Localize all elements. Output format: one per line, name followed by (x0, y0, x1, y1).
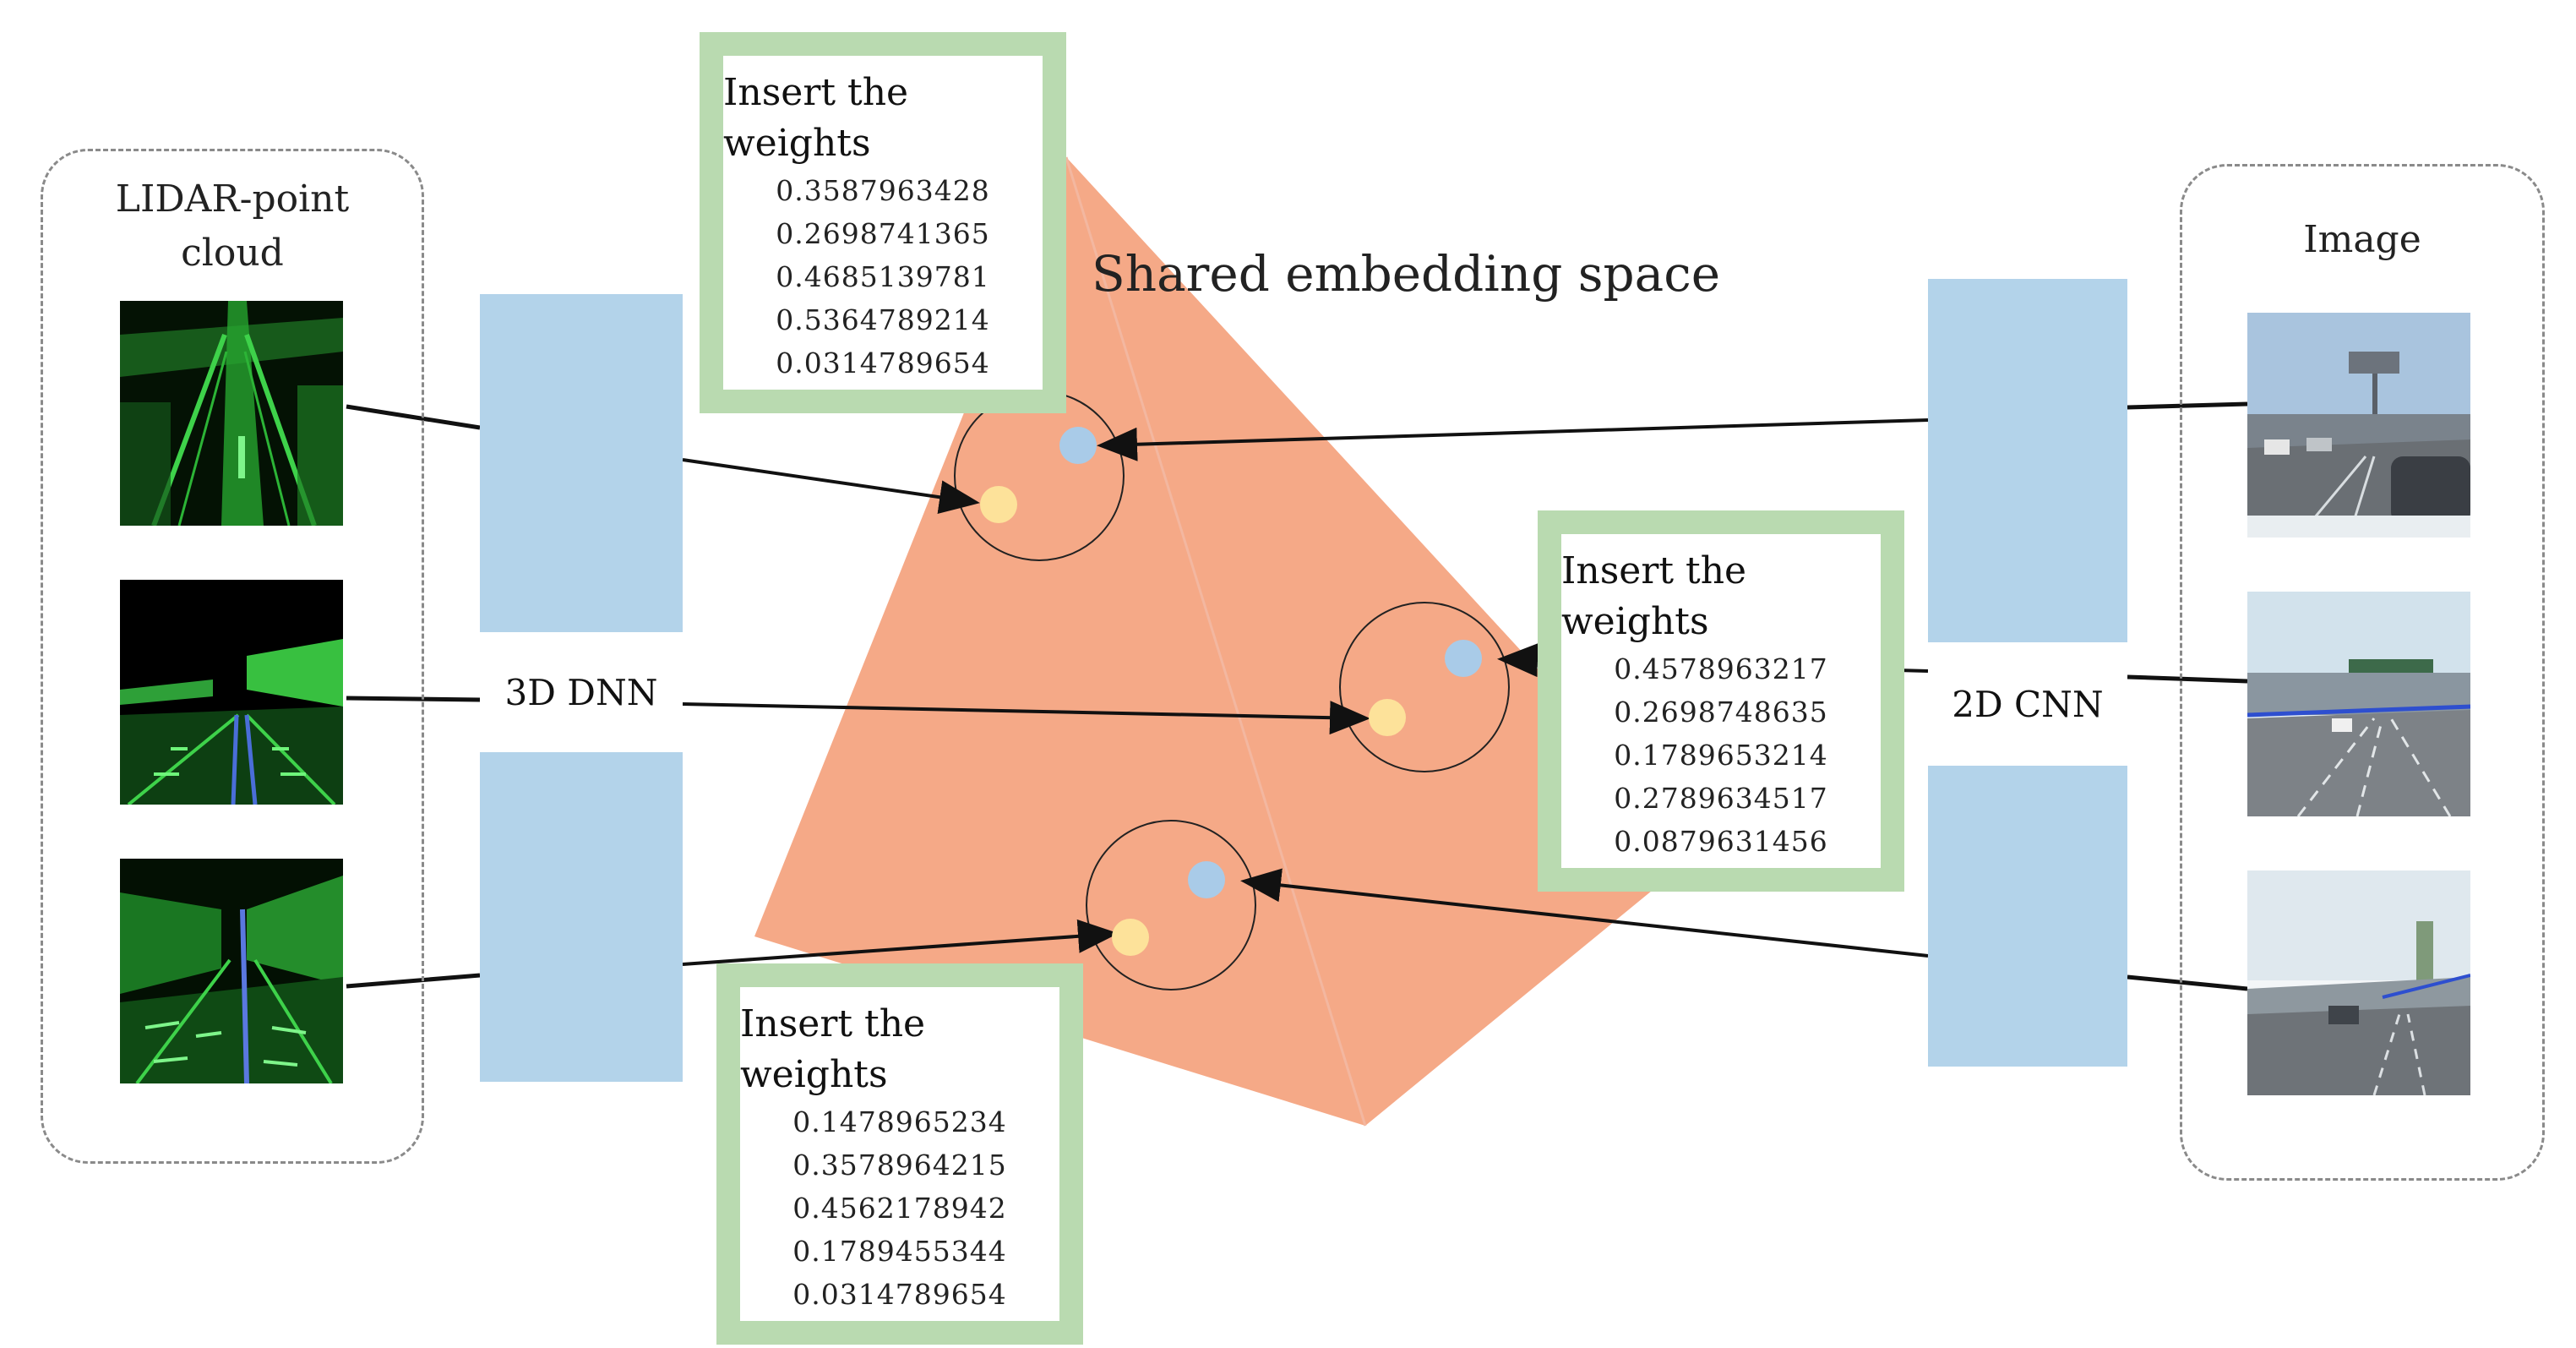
lidar-to-dnn-line-3 (346, 973, 481, 989)
cnn-to-image-line-1 (2127, 401, 2248, 410)
lidar-title-line2: cloud (181, 232, 284, 275)
shared-space-label: Shared embedding space (1092, 245, 1721, 303)
weight-value: 0.2698741365 (776, 217, 990, 250)
cnn-arrow-bottom (1240, 868, 1929, 958)
image-point-bottom (1188, 861, 1225, 898)
image-panel (2180, 164, 2545, 1181)
image-panel-title: Image (2303, 218, 2421, 261)
weight-value: 0.1789455344 (792, 1235, 1007, 1268)
dnn-arrow-top (682, 458, 980, 515)
lidar-scan-thumbnail (120, 301, 343, 526)
dnn-3d-label: 3D DNN (480, 632, 683, 752)
weights-box-top-content: Insert the weights 0.3587963428 0.269874… (723, 56, 1043, 390)
lidar-point-middle (1369, 699, 1406, 736)
weights-list: 0.3587963428 0.2698741365 0.4685139781 0… (776, 169, 989, 385)
weight-value: 0.3578964215 (792, 1149, 1007, 1182)
cluster-circle-bottom (1086, 820, 1256, 991)
lidar-to-dnn-line-1 (346, 404, 481, 430)
dnn-arrow-bottom (682, 919, 1119, 966)
dnn-arrow-middle (682, 701, 1370, 735)
weights-box-right: Insert the weights 0.4578963217 0.269874… (1538, 510, 1904, 892)
weights-title: Insert the weights (723, 71, 909, 165)
weight-value: 0.5364789214 (776, 303, 990, 336)
weights-title: Insert the weights (1561, 549, 1747, 643)
weight-value: 0.4562178942 (792, 1192, 1007, 1225)
lidar-to-dnn-line-2 (346, 696, 481, 702)
weight-value: 0.0314789654 (776, 347, 990, 379)
weight-value: 0.0314789654 (792, 1278, 1007, 1311)
embedding-space-fold-line (1065, 156, 1367, 1127)
lidar-point-bottom (1112, 919, 1149, 956)
weights-box-bottom-content: Insert the weights 0.1478965234 0.357896… (740, 987, 1059, 1321)
weight-value: 0.3587963428 (776, 174, 990, 207)
weights-box-bottom: Insert the weights 0.1478965234 0.357896… (716, 963, 1083, 1345)
cnn-to-image-line-3 (2127, 974, 2248, 991)
weight-value: 0.4685139781 (776, 260, 990, 293)
lidar-panel-title: LIDAR-point cloud (41, 172, 424, 281)
weight-value: 0.1789653214 (1614, 739, 1828, 772)
weights-box-top: Insert the weights 0.3587963428 0.269874… (700, 32, 1066, 413)
weights-box-right-content: Insert the weights 0.4578963217 0.269874… (1561, 534, 1881, 868)
cnn-2d-label: 2D CNN (1928, 642, 2127, 766)
cluster-circle-middle (1339, 602, 1510, 772)
lidar-point-top (980, 486, 1017, 523)
lidar-title-line1: LIDAR-point (115, 177, 350, 221)
weight-value: 0.4578963217 (1614, 652, 1828, 685)
cnn-arrow-top (1097, 418, 1929, 461)
weight-value: 0.1478965234 (792, 1105, 1007, 1138)
image-point-top (1059, 427, 1097, 464)
lidar-scan-thumbnail (120, 580, 343, 805)
camera-image-thumbnail (2247, 313, 2470, 538)
weight-value: 0.2698748635 (1614, 696, 1828, 729)
image-point-middle (1445, 640, 1482, 677)
cnn-to-image-line-2 (2127, 674, 2248, 684)
camera-image-thumbnail (2247, 592, 2470, 816)
camera-image-thumbnail (2247, 870, 2470, 1095)
weight-value: 0.0879631456 (1614, 825, 1828, 858)
weights-title: Insert the weights (740, 1002, 926, 1096)
weight-value: 0.2789634517 (1614, 782, 1828, 815)
lidar-scan-thumbnail (120, 859, 343, 1083)
lidar-panel (41, 149, 424, 1164)
weights-list: 0.4578963217 0.2698748635 0.1789653214 0… (1614, 647, 1827, 863)
weights-list: 0.1478965234 0.3578964215 0.4562178942 0… (792, 1100, 1006, 1316)
